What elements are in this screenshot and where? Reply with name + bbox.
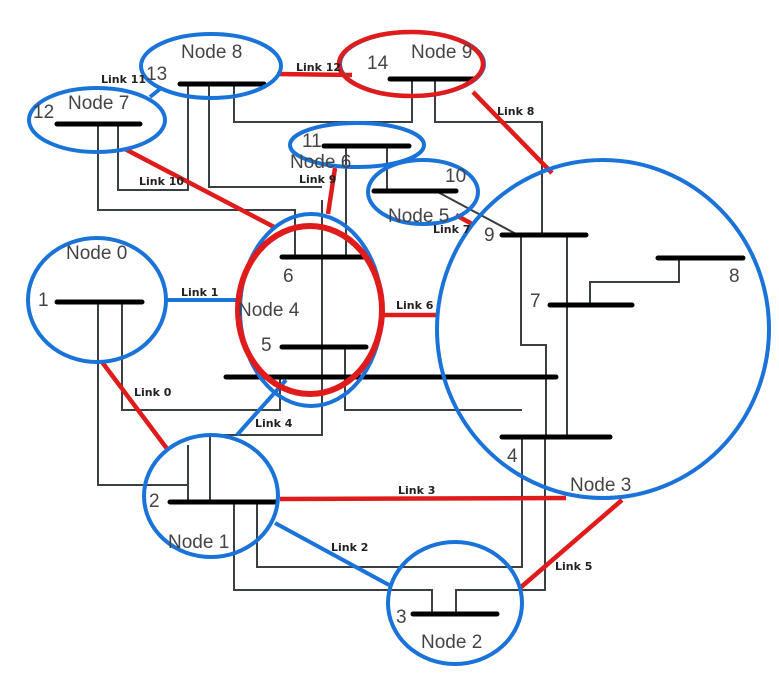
wire bbox=[233, 79, 413, 123]
nodes bbox=[26, 29, 771, 666]
node-4-label: Node 4 bbox=[238, 300, 300, 321]
link-2[interactable] bbox=[274, 521, 390, 587]
link-4-label: Link 4 bbox=[255, 417, 293, 430]
links bbox=[100, 71, 624, 590]
bus-11-label: 11 bbox=[302, 131, 322, 152]
bus-13-label: 13 bbox=[146, 64, 167, 85]
bus-3-label: 3 bbox=[396, 607, 407, 628]
link-0[interactable] bbox=[100, 360, 170, 452]
link-12[interactable] bbox=[276, 71, 353, 78]
node-5-circle[interactable] bbox=[366, 158, 480, 226]
bus-12-label: 12 bbox=[33, 102, 54, 123]
bus-4-label: 4 bbox=[507, 446, 518, 467]
wire bbox=[433, 189, 519, 236]
bus-10-label: 10 bbox=[445, 166, 466, 187]
bus-5-label: 5 bbox=[261, 335, 272, 356]
bus-6-label: 6 bbox=[283, 266, 294, 287]
wire bbox=[434, 79, 543, 235]
link-5-label: Link 5 bbox=[555, 560, 592, 573]
node-6-label: Node 6 bbox=[290, 152, 351, 173]
node-5-label: Node 5 bbox=[388, 206, 449, 227]
node-1-label: Node 1 bbox=[168, 532, 229, 553]
bus-8-label: 8 bbox=[729, 266, 740, 287]
bus-14-label: 14 bbox=[367, 53, 389, 74]
node-3-circle[interactable] bbox=[435, 158, 771, 500]
node-8-label: Node 8 bbox=[181, 42, 242, 63]
node-3-label: Node 3 bbox=[570, 475, 631, 496]
wire bbox=[344, 347, 522, 411]
node-2-label: Node 2 bbox=[421, 632, 482, 653]
node-2-circle[interactable] bbox=[386, 540, 524, 666]
link-8-label: Link 8 bbox=[497, 105, 534, 118]
link-1-label: Link 1 bbox=[181, 286, 218, 299]
wire bbox=[117, 84, 189, 191]
node-9-circle[interactable] bbox=[336, 29, 486, 99]
node-4-circle[interactable] bbox=[235, 223, 385, 397]
link-2-label: Link 2 bbox=[331, 541, 368, 554]
wire bbox=[520, 235, 547, 437]
link-8[interactable] bbox=[471, 90, 554, 175]
link-10[interactable] bbox=[123, 147, 278, 230]
link-3[interactable] bbox=[279, 495, 567, 502]
wire bbox=[455, 437, 546, 612]
link-7-label: Link 7 bbox=[433, 223, 470, 236]
wire bbox=[256, 437, 523, 568]
node-0-circle[interactable] bbox=[26, 236, 168, 364]
link-11-label: Link 11 bbox=[101, 73, 146, 86]
node-labels: Node 0 Node 1 Node 2 Node 3 Node 4 Node … bbox=[66, 42, 631, 653]
wire bbox=[233, 502, 433, 612]
bus-1-label: 1 bbox=[38, 290, 49, 311]
link-11[interactable] bbox=[148, 87, 162, 99]
bus-9-label: 9 bbox=[484, 225, 495, 246]
link-6-label: Link 6 bbox=[396, 299, 434, 312]
wire bbox=[97, 124, 296, 257]
link-9[interactable] bbox=[325, 167, 338, 215]
wire bbox=[208, 84, 322, 188]
buses bbox=[54, 76, 746, 617]
node-1-circle[interactable] bbox=[142, 433, 280, 559]
link-12-label: Link 12 bbox=[296, 61, 341, 74]
node-9-label: Node 9 bbox=[411, 42, 472, 63]
link-5[interactable] bbox=[518, 498, 624, 590]
bus-7-label: 7 bbox=[530, 291, 541, 312]
link-9-label: Link 9 bbox=[299, 173, 336, 186]
node-7-circle[interactable] bbox=[27, 86, 167, 154]
link-3-label: Link 3 bbox=[398, 484, 435, 497]
bus-labels: 1 2 3 4 5 6 7 8 9 10 11 12 13 14 bbox=[33, 53, 740, 628]
wire bbox=[589, 258, 680, 305]
node-0-label: Node 0 bbox=[66, 243, 127, 264]
wire bbox=[209, 200, 323, 500]
link-0-label: Link 0 bbox=[134, 386, 172, 399]
node-7-label: Node 7 bbox=[68, 93, 129, 114]
link-4[interactable] bbox=[235, 378, 288, 437]
node-6-circle[interactable] bbox=[288, 121, 426, 169]
bus-2-label: 2 bbox=[149, 491, 160, 512]
node-8-circle[interactable] bbox=[139, 32, 283, 100]
link-10-label: Link 10 bbox=[139, 175, 184, 188]
link-labels: Link 0 Link 1 Link 2 Link 3 Link 4 Link … bbox=[101, 61, 592, 573]
